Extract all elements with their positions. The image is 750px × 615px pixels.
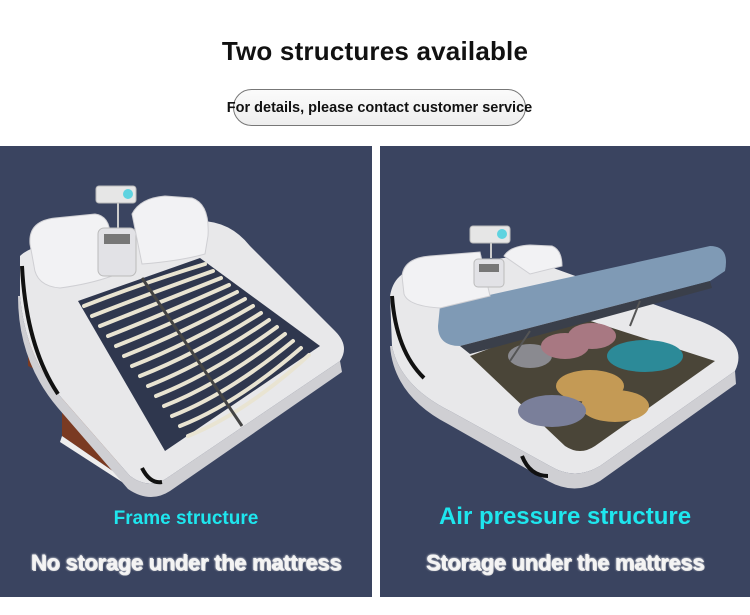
structure-label-air-pressure: Air pressure structure bbox=[438, 503, 692, 530]
structure-label-frame: Frame structure bbox=[113, 508, 259, 529]
contact-customer-service-pill[interactable]: For details, please contact customer ser… bbox=[227, 89, 532, 126]
description-storage: Storage under the mattress bbox=[425, 550, 705, 575]
bed-air-pressure-storage-image bbox=[390, 225, 739, 489]
projector-icon bbox=[469, 225, 511, 258]
description-no-storage: No storage under the mattress bbox=[30, 550, 342, 575]
bed-frame-slats-image bbox=[18, 185, 344, 498]
frame-structure-panel: Frame structure No storage under the mat… bbox=[0, 146, 372, 597]
headboard-cushions bbox=[29, 195, 209, 289]
projector-icon bbox=[95, 185, 137, 228]
air-pressure-structure-panel: Air pressure structure Storage under the… bbox=[380, 146, 750, 597]
page-title: Two structures available bbox=[221, 36, 529, 66]
lifted-mattress bbox=[438, 246, 726, 362]
